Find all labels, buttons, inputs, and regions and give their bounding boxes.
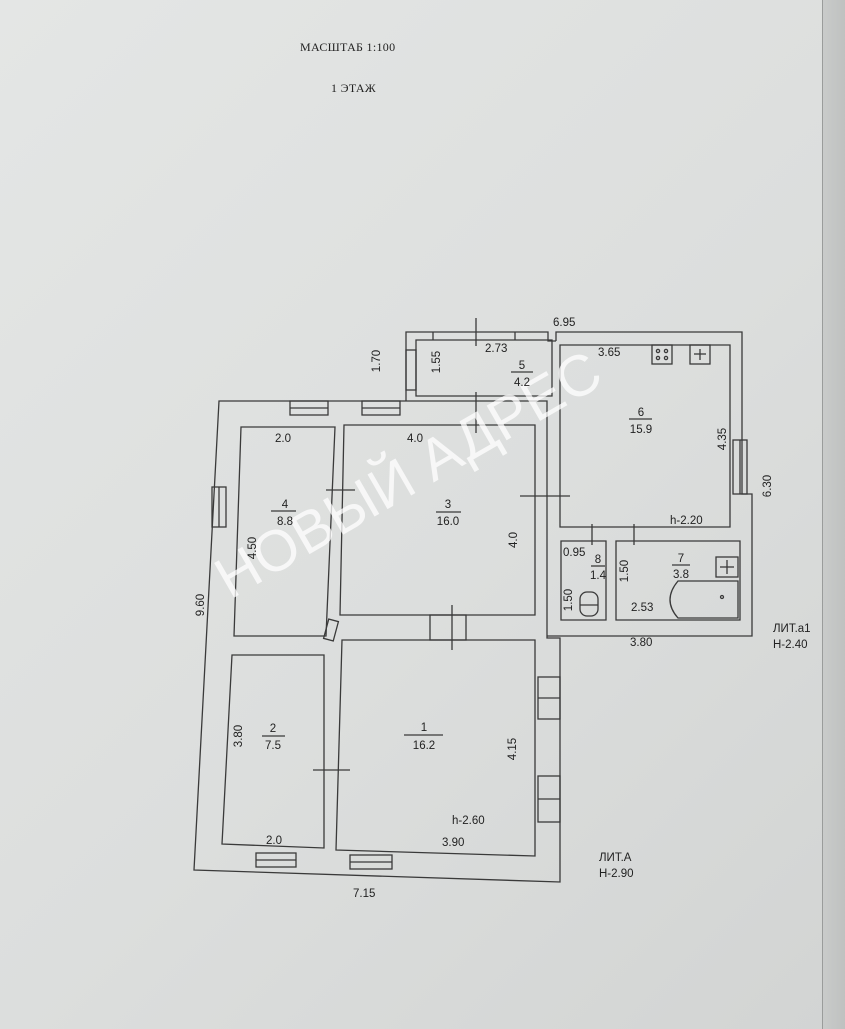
room-6-outline [559,344,731,528]
dim-room8-height: 1.50 [563,589,575,611]
dim-annex-height: h-2.20 [670,515,703,527]
lit-a1-height: H-2.40 [773,639,808,651]
dim-left-overall: 9.60 [195,594,207,616]
bathtub-icon [669,580,739,619]
room-1-outline [335,639,536,857]
room-3-number: 3 [445,499,451,511]
dim-vestibule-height: 1.70 [371,350,383,372]
watermark: НОВЫЙ АДРЕС [204,338,612,611]
window-vestibule-left [405,349,417,391]
dim-annex-width: 3.80 [630,637,652,649]
dim-room2-height: 3.80 [233,725,245,747]
dim-top-overall: 6.95 [553,317,575,329]
dim-room1-width: 3.90 [442,837,464,849]
dim-room3-width: 4.0 [407,433,423,445]
lit-a-label: ЛИТ.А [599,852,632,864]
room-7-number: 7 [678,553,684,565]
washbasin-icon [715,556,739,578]
dim-room5-width: 2.73 [485,343,507,355]
lit-a1-label: ЛИТ.а1 [773,623,811,635]
room-1-number: 1 [421,722,427,734]
room-2-outline [221,654,325,849]
dim-room4-height: 4.50 [247,537,259,559]
lit-a-height: H-2.90 [599,868,634,880]
dim-bottom-overall: 7.15 [353,888,375,900]
room-4-number: 4 [282,499,289,511]
room-6-number: 6 [638,407,644,419]
dim-room6-width: 3.65 [598,347,620,359]
room-5-number: 5 [519,360,525,372]
room-3-outline [339,424,536,616]
sink-icon [689,344,711,365]
room-3-area: 16.0 [437,516,459,528]
dim-room1-height: 4.15 [507,738,519,760]
dim-room3-height: 4.0 [508,532,520,548]
room-7-outline [615,540,741,621]
dim-room7-width: 2.53 [631,602,653,614]
floor-label: 1 ЭТАЖ [331,81,376,95]
room-8-outline [560,540,607,621]
dim-room6-height: 4.35 [717,428,729,450]
toilet-icon [579,591,599,617]
page-edge [822,0,823,1029]
dim-right-overall: 6.30 [762,475,774,497]
room-8-number: 8 [595,554,601,566]
room-8-area: 1.4 [590,570,607,582]
dim-room8-width: 0.95 [563,547,585,559]
room-4-outline [233,426,336,637]
dim-room7-height: 1.50 [619,560,631,582]
room-5-area: 4.2 [514,377,530,389]
dim-room4-width: 2.0 [275,433,291,445]
dim-room5-height: 1.55 [431,351,443,373]
page-shadow [823,0,845,1029]
room-6-area: 15.9 [630,424,652,436]
window-room3-bottom [429,614,467,641]
room-2-number: 2 [270,723,276,735]
room-2-area: 7.5 [265,740,281,752]
dim-room2-width: 2.0 [266,835,282,847]
outer-wall-main [193,400,561,883]
room-4-area: 8.8 [277,516,293,528]
scale-label: МАСШТАБ 1:100 [300,40,396,54]
stove-icon [651,344,673,365]
room-7-area: 3.8 [673,569,689,581]
dim-main-height: h-2.60 [452,815,485,827]
room-1-area: 16.2 [413,740,435,752]
door-room2-room4 [322,618,340,642]
